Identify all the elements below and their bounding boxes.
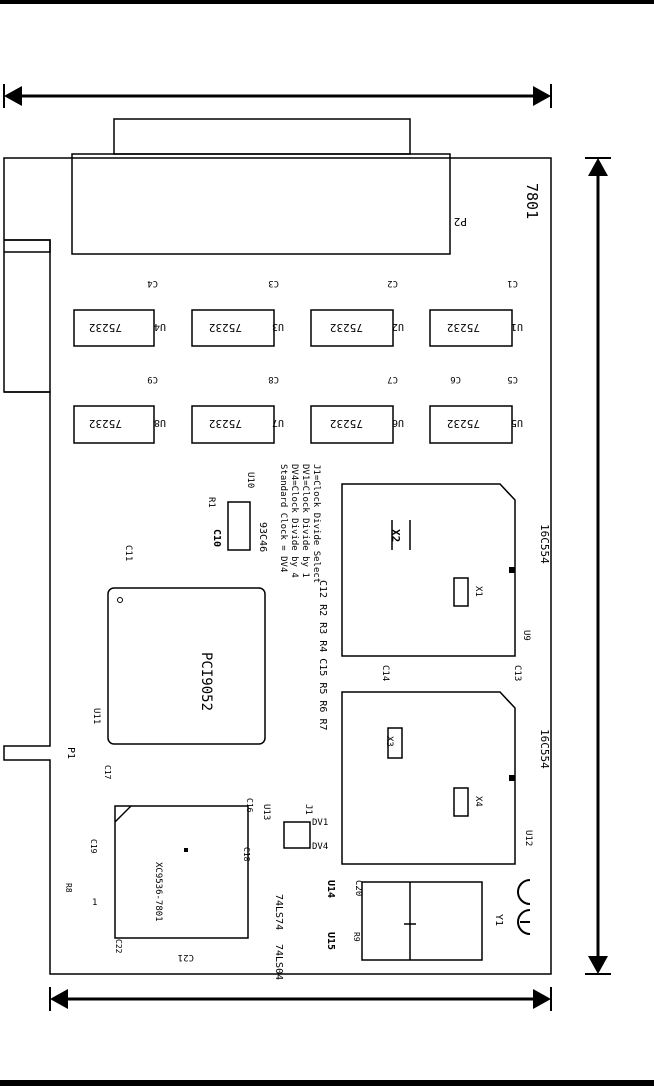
svg-text:1: 1 <box>92 898 97 908</box>
u15-ref: U15 <box>325 932 336 950</box>
top-rule <box>0 0 654 4</box>
p2-connector-body <box>71 153 451 255</box>
svg-text:C18: C18 <box>242 847 251 862</box>
driver-chip-u8: 75232 U8 C9 <box>73 374 166 444</box>
svg-text:93C46: 93C46 <box>257 522 268 552</box>
svg-text:75232: 75232 <box>209 321 242 334</box>
svg-text:X2: X2 <box>389 529 402 542</box>
svg-text:C6: C6 <box>450 374 461 384</box>
svg-text:XC9536-7801: XC9536-7801 <box>153 862 163 922</box>
svg-text:C1: C1 <box>507 278 518 288</box>
svg-text:U2: U2 <box>392 321 404 332</box>
driver-chip-u3: 75232 U3 C3 <box>191 278 284 347</box>
driver-chip-u4: 75232 U4 C4 <box>73 278 166 347</box>
svg-text:75232: 75232 <box>209 417 242 430</box>
jumper-j1: J1 DV1 DV4 <box>283 804 328 852</box>
svg-text:U6: U6 <box>392 417 404 428</box>
p2-label: P2 <box>454 215 467 228</box>
svg-text:C7: C7 <box>387 374 398 384</box>
svg-text:U13: U13 <box>261 804 271 820</box>
svg-text:C20: C20 <box>353 880 363 896</box>
svg-text:75232: 75232 <box>447 321 480 334</box>
driver-chip-u5: 75232 U5 C5 C6 <box>429 374 523 444</box>
u14-ref: U14 <box>325 880 336 898</box>
svg-text:75232: 75232 <box>89 417 122 430</box>
oscillator-y1: Y1 C20 R9 <box>352 880 504 961</box>
svg-text:J1=Clock Divide Select: J1=Clock Divide Select <box>311 464 321 583</box>
svg-text:C9: C9 <box>147 374 158 384</box>
svg-text:U12: U12 <box>523 830 533 846</box>
uart-u9: 16C554 U9 X1 X2 C13 C14 <box>341 483 551 681</box>
svg-text:75232: 75232 <box>89 321 122 334</box>
right-dimension-arrow <box>585 157 611 975</box>
svg-text:C19: C19 <box>89 839 98 854</box>
svg-text:U4: U4 <box>154 321 166 332</box>
u14-part: 74LS74 <box>273 894 284 930</box>
svg-text:C21: C21 <box>178 952 194 962</box>
svg-text:U11: U11 <box>91 708 101 724</box>
svg-text:U8: U8 <box>154 417 166 428</box>
plx-bridge-chip: PCI9052 U11 C11 <box>91 545 266 745</box>
p1-label: P1 <box>65 747 76 759</box>
svg-text:75232: 75232 <box>330 321 363 334</box>
driver-chip-u7: 75232 U7 C8 <box>191 374 284 444</box>
svg-text:DV1: DV1 <box>312 818 328 828</box>
driver-chip-u2: 75232 U2 C2 <box>310 278 404 347</box>
svg-text:75232: 75232 <box>447 417 480 430</box>
svg-text:U3: U3 <box>272 321 284 332</box>
uart-u12: 16C554 U12 X4 X3 <box>341 691 551 865</box>
p2-connector-shell <box>113 118 411 155</box>
svg-text:C4: C4 <box>147 278 158 288</box>
svg-text:PCI9052: PCI9052 <box>198 652 214 711</box>
svg-text:Y1: Y1 <box>493 914 504 926</box>
ce-logo <box>517 879 531 935</box>
svg-text:C3: C3 <box>268 278 279 288</box>
svg-text:R8: R8 <box>64 883 73 893</box>
svg-text:DV4: DV4 <box>312 842 328 852</box>
svg-text:X3: X3 <box>384 736 394 747</box>
svg-text:C12 R2 R3 R4 C15 R5 R6 R7: C12 R2 R3 R4 C15 R5 R6 R7 <box>317 580 328 731</box>
bottom-dimension-arrow <box>49 987 552 1011</box>
svg-text:C2: C2 <box>387 278 398 288</box>
svg-text:U5: U5 <box>511 417 523 428</box>
svg-text:75232: 75232 <box>330 417 363 430</box>
board-notch <box>4 239 51 393</box>
svg-text:J1: J1 <box>303 804 313 815</box>
svg-text:R9: R9 <box>352 932 361 942</box>
svg-text:C22: C22 <box>114 939 123 954</box>
svg-text:U7: U7 <box>272 417 284 428</box>
svg-text:C14: C14 <box>380 665 390 681</box>
svg-text:U9: U9 <box>521 630 531 641</box>
svg-text:DV1=Clock Divide by 1: DV1=Clock Divide by 1 <box>300 464 310 578</box>
svg-text:C13: C13 <box>512 665 522 681</box>
svg-text:16C554: 16C554 <box>538 729 551 769</box>
svg-text:C10: C10 <box>211 529 222 547</box>
bottom-rule <box>0 1080 654 1086</box>
cpld-u13: XC9536-7801 U13 C16 C17 C18 C19 C21 C22 … <box>64 765 271 962</box>
svg-text:C17: C17 <box>103 765 112 780</box>
svg-text:16C554: 16C554 <box>538 524 551 564</box>
svg-text:C8: C8 <box>268 374 279 384</box>
top-dimension-arrow <box>3 84 552 108</box>
u15-part: 74LS04 <box>273 944 284 980</box>
svg-text:C5: C5 <box>507 374 518 384</box>
jumper-note: J1=Clock Divide Select DV1=Clock Divide … <box>278 464 328 731</box>
driver-chip-u6: 75232 U6 C7 <box>310 374 404 444</box>
svg-text:X1: X1 <box>473 586 483 597</box>
svg-text:U1: U1 <box>511 321 523 332</box>
svg-text:X4: X4 <box>473 796 483 807</box>
svg-text:R1: R1 <box>206 497 216 508</box>
driver-chip-u1: 75232 U1 C1 <box>429 278 523 347</box>
svg-text:Standard Clock = DV4: Standard Clock = DV4 <box>278 464 288 572</box>
model-label: 7801 <box>523 183 541 219</box>
eeprom-u10: 93C46 U10 R1 C10 <box>206 472 268 552</box>
svg-text:C11: C11 <box>123 545 133 561</box>
svg-text:U10: U10 <box>245 472 255 488</box>
svg-text:C16: C16 <box>245 798 254 813</box>
svg-text:DV4=Clock Divide by 4: DV4=Clock Divide by 4 <box>289 464 299 578</box>
